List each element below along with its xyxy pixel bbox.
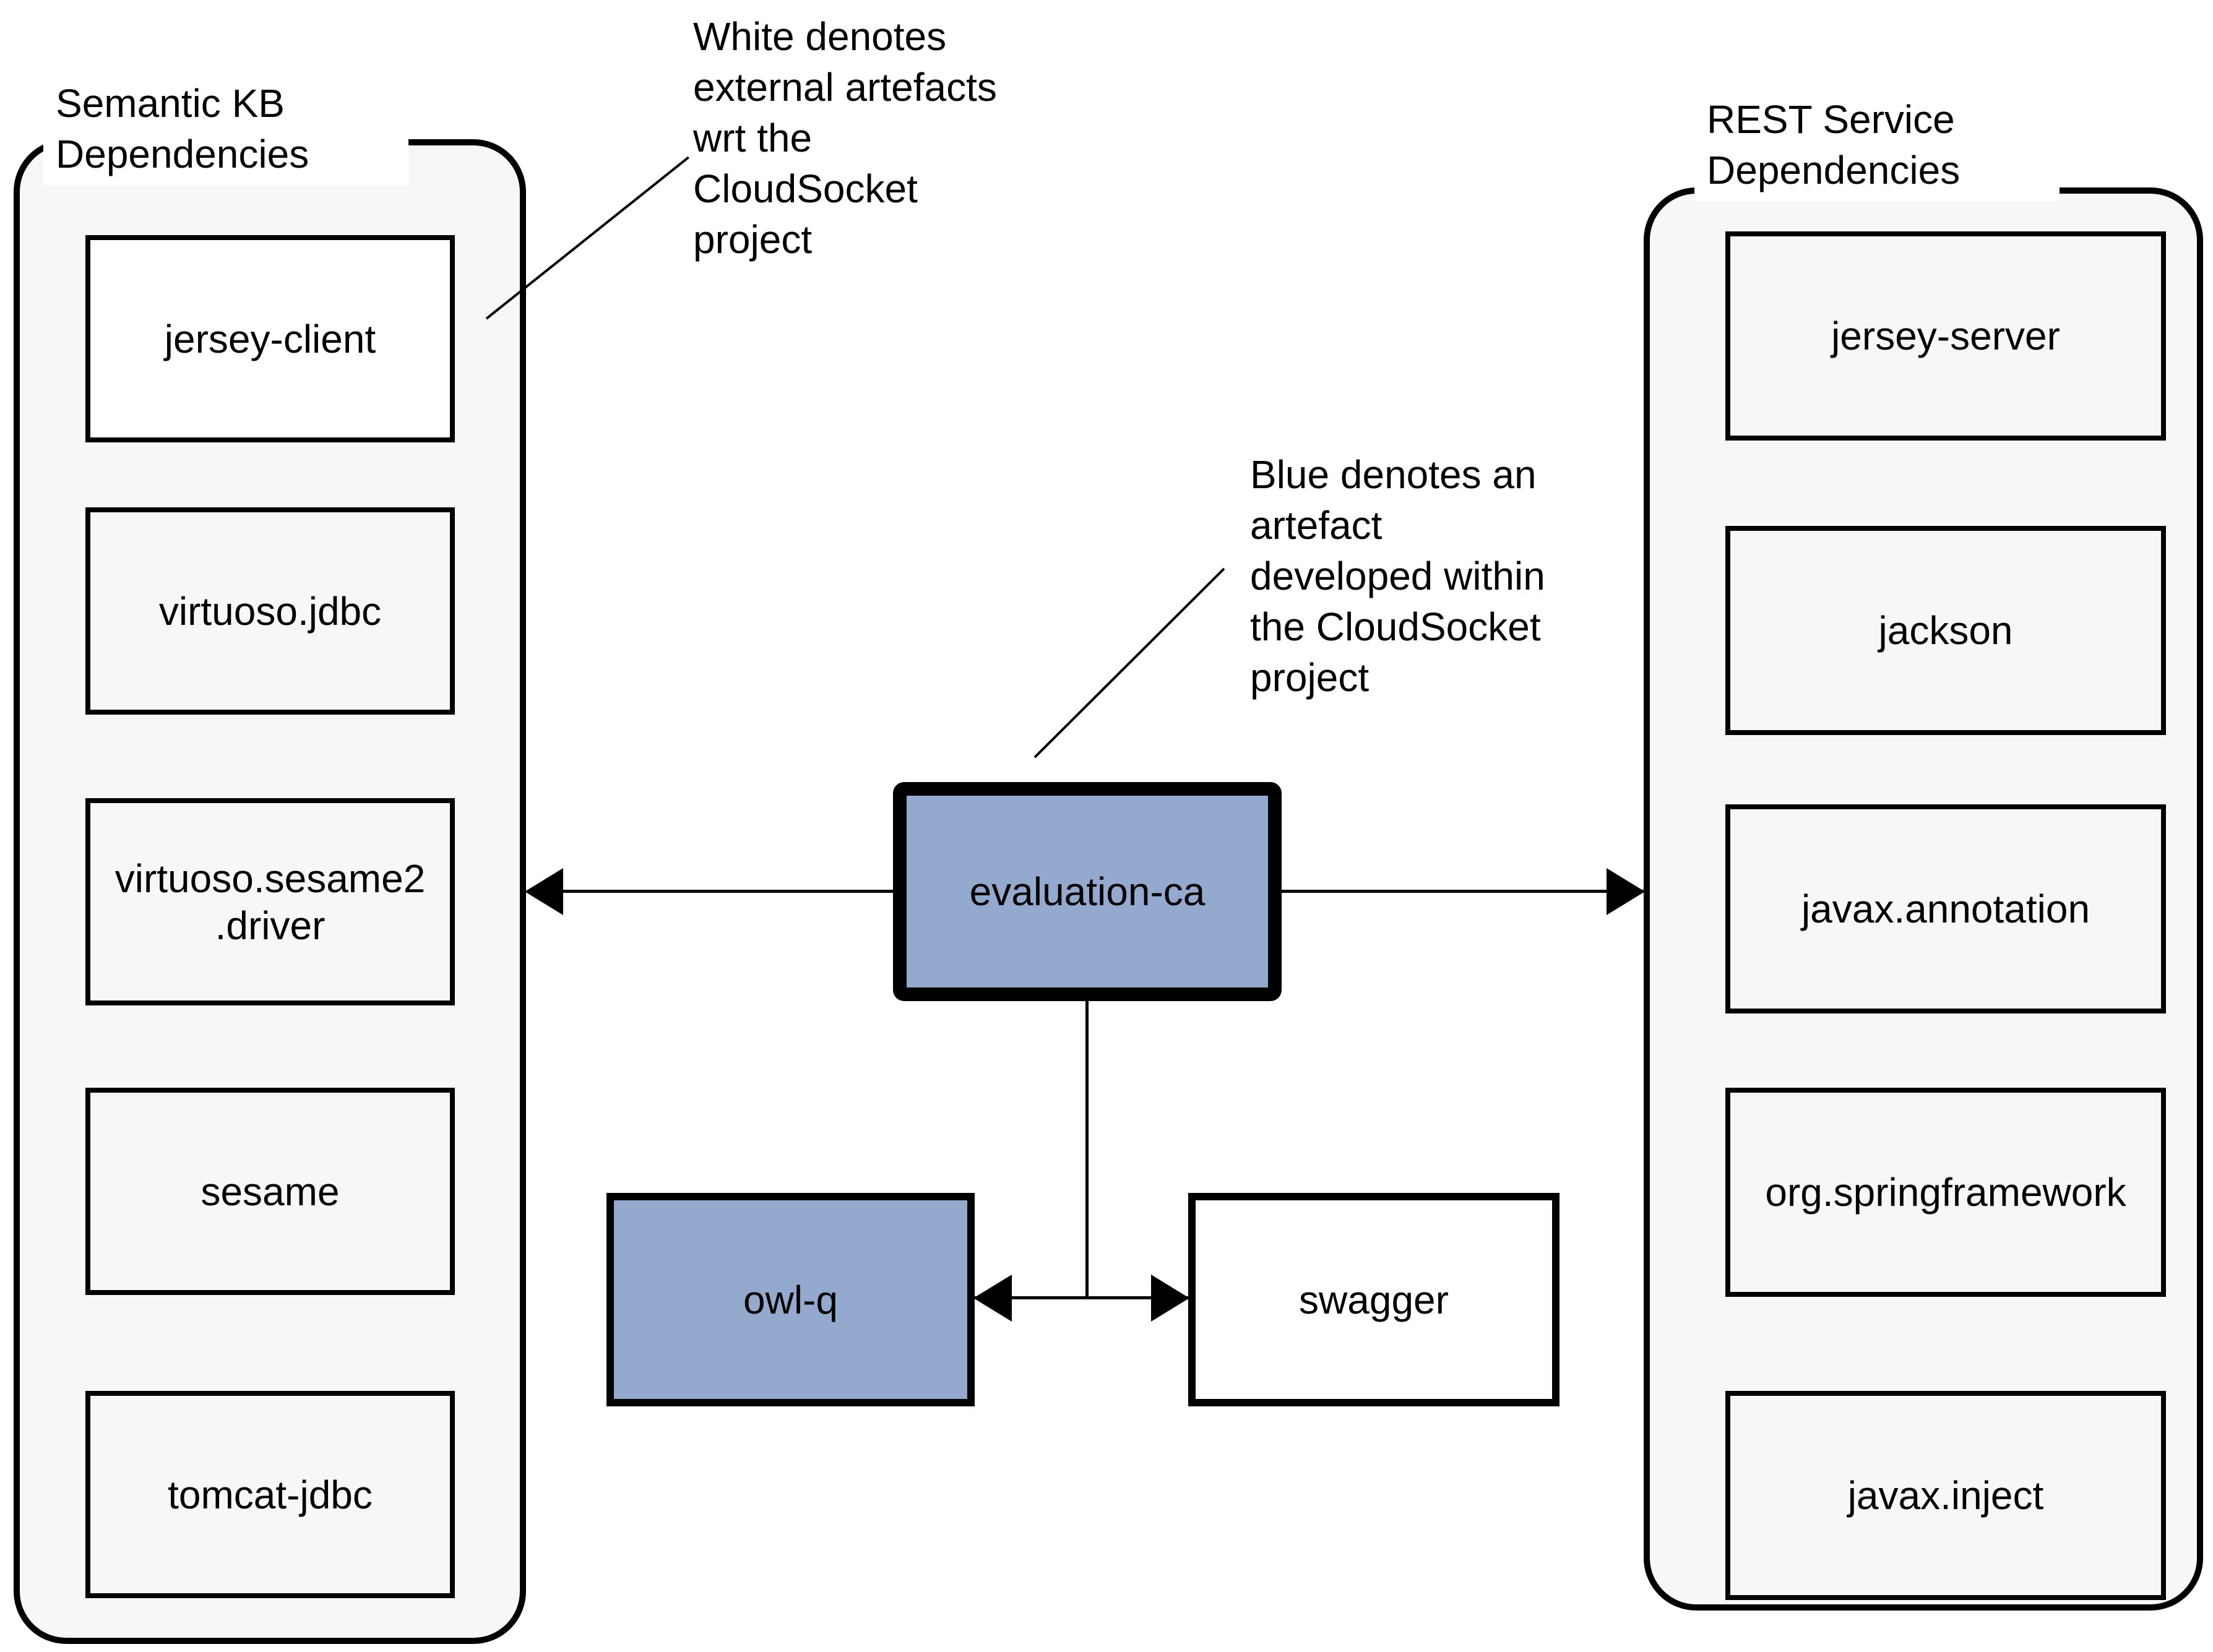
dependency-label: jersey-client [164,316,376,361]
dependency-box-tomcat-jdbc: tomcat-jdbc [85,1391,455,1598]
dependency-label: sesame [201,1169,340,1214]
dependency-label: virtuoso.jdbc [158,588,382,634]
dependency-box-org-springframework: org.springframework [1725,1088,2166,1297]
dependency-box-javax-annotation: javax.annotation [1725,804,2166,1013]
artefact-label: owl-q [743,1277,838,1322]
edge-evaluation-down-connector [1085,1000,1089,1298]
dependency-box-jersey-server: jersey-server [1725,231,2166,441]
artefact-box-owl-q: owl-q [606,1193,975,1406]
dependency-label: org.springframework [1765,1170,2126,1215]
artefact-label: swagger [1299,1277,1449,1322]
edge-evaluation-to-semantic-kb [527,890,895,893]
rest-service-panel-title: REST Service Dependencies [1694,90,2060,202]
dependency-box-virtuoso-jdbc: virtuoso.jdbc [85,507,455,715]
dependency-label: virtuoso.sesame2 .driver [114,856,426,948]
artefact-box-evaluation-ca: evaluation-ca [893,782,1282,1001]
dependency-label: jackson [1878,608,2013,653]
blue-legend-note: Blue denotes an artefact developed withi… [1250,449,1597,703]
white-legend-note: White denotes external artefacts wrt the… [693,11,1040,265]
dependency-label: tomcat-jdbc [168,1472,373,1517]
dependency-label: javax.annotation [1801,887,2090,931]
arrowhead-swagger-icon [1151,1275,1189,1322]
arrowhead-owlq-icon [973,1275,1012,1322]
arrowhead-left-icon [525,868,563,915]
dependency-box-jackson: jackson [1725,526,2166,735]
dependency-label: jersey-server [1831,314,2060,358]
edge-evaluation-to-rest-service [1279,890,1646,893]
dependency-box-virtuoso-sesame2-driver: virtuoso.sesame2 .driver [85,798,455,1005]
arrowhead-right-icon [1607,868,1645,915]
dependency-label: javax.inject [1847,1473,2044,1518]
edge-owlq-swagger [975,1296,1188,1299]
dependency-box-jersey-client: jersey-client [85,235,455,442]
dependency-box-javax-inject: javax.inject [1725,1391,2166,1600]
blue-note-leader-line [1033,567,1225,759]
dependency-box-sesame: sesame [85,1088,455,1295]
artefact-box-swagger: swagger [1188,1193,1559,1406]
artefact-label: evaluation-ca [969,869,1206,914]
semantic-kb-panel-title: Semantic KB Dependencies [43,74,408,186]
